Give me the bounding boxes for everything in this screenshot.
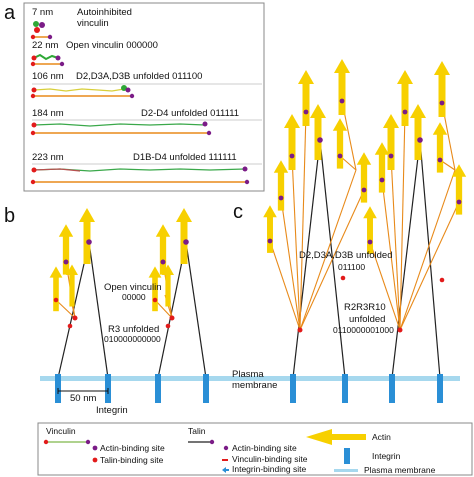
row1-size: 7 nm: [32, 7, 53, 18]
panel-b-letter: b: [4, 205, 15, 227]
d2-unfolded-code: 011100: [338, 262, 365, 272]
row2-label: Open vinculin 000000: [66, 40, 158, 51]
row5-label: D1B-D4 unfolded 111111: [133, 152, 237, 163]
row2-size: 22 nm: [32, 40, 58, 51]
d1b-d4-row: 223 nm D1B-D4 unfolded 111111: [30, 152, 262, 185]
legend-talin-site-dot: [92, 457, 98, 463]
scale-bar: 50 nm: [57, 388, 109, 404]
row5-size: 223 nm: [32, 152, 64, 163]
legend-vinculin-binding: Vinculin-binding site: [232, 454, 308, 464]
integrin-label: Integrin: [96, 405, 128, 416]
plasma-membrane-label-line2: membrane: [232, 380, 277, 391]
panel-a: a 7 nm Autoinhibited vinculin 22 nm Open…: [4, 2, 265, 192]
panel-a-frame: [23, 2, 265, 192]
d2-unfolded-label: D2,D3A,D3B unfolded: [299, 250, 392, 261]
panel-a-letter: a: [4, 2, 16, 24]
legend: Vinculin Actin-binding site Talin-bindin…: [37, 422, 473, 476]
row4-label: D2-D4 unfolded 011111: [141, 108, 239, 119]
binding-dots-b: [53, 239, 189, 329]
row4-size: 184 nm: [32, 108, 64, 119]
open-vinculin-row: 22 nm Open vinculin 000000: [30, 40, 158, 67]
open-vinculin-label: Open vinculin: [104, 282, 162, 293]
r3-unfolded-label: R3 unfolded: [108, 324, 159, 335]
row1-label-line1: Autoinhibited: [77, 7, 132, 18]
r2r3r10-unfolded: unfolded: [349, 314, 385, 325]
panel-c-letter: c: [233, 201, 243, 223]
legend-actin-binding-talin: Actin-binding site: [232, 443, 297, 453]
r2r3r10-label: R2R3R10: [344, 302, 386, 313]
d2-d3a-d3b-row: 106 nm D2,D3A,D3B unfolded 011100: [30, 71, 262, 99]
legend-membrane-bar: [334, 469, 358, 472]
legend-actin-site-dot: [92, 445, 98, 451]
plasma-membrane: [40, 376, 460, 381]
legend-talin-title: Talin: [188, 426, 206, 436]
scale-bar-label: 50 nm: [70, 393, 96, 404]
row3-label: D2,D3A,D3B unfolded 011100: [76, 71, 202, 82]
legend-plasma-membrane-label: Plasma membrane: [364, 465, 436, 475]
legend-actin-binding-vinculin: Actin-binding site: [100, 443, 165, 453]
legend-actin-label: Actin: [372, 432, 391, 442]
binding-dots-c: [267, 98, 462, 333]
row1-label-line2: vinculin: [77, 18, 109, 29]
legend-actin-arrow: [306, 429, 366, 445]
panel-c: c: [233, 59, 467, 379]
r2r3r10-code: 0110000001000: [333, 325, 394, 335]
actin-arrows-b: [49, 208, 192, 312]
legend-integrin-bar: [344, 448, 350, 464]
open-vinculin-code: 00000: [122, 292, 146, 302]
r3-unfolded-code: 010000000000: [104, 334, 161, 344]
row3-size: 106 nm: [32, 71, 64, 82]
vinculin-links-c: [269, 100, 460, 331]
legend-vinculin-title: Vinculin: [46, 426, 76, 436]
d2-d4-row: 184 nm D2-D4 unfolded 011111: [30, 108, 262, 136]
plasma-membrane-label-line1: Plasma: [232, 369, 264, 380]
legend-talin-binding: Talin-binding site: [100, 455, 164, 465]
legend-integrin-binding: Integrin-binding site: [232, 464, 306, 474]
autoinhibited-vinculin-row: 7 nm Autoinhibited vinculin: [30, 7, 132, 40]
legend-integrin-label: Integrin: [372, 451, 401, 461]
legend-frame: [37, 422, 473, 476]
panel-b: b: [4, 205, 207, 379]
